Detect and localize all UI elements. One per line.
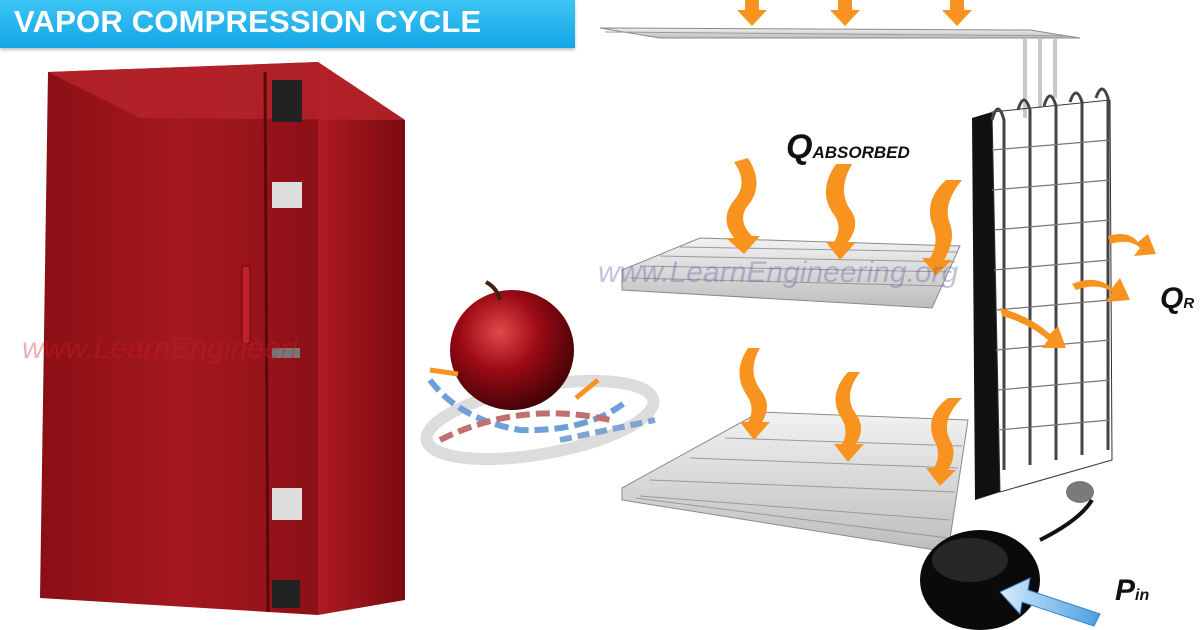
power-input-label: Pin	[1115, 574, 1149, 608]
condenser	[972, 87, 1113, 500]
watermark-right: www.LearnEngineering.org	[598, 256, 959, 289]
heat-absorbed-symbol: Q	[786, 128, 813, 166]
heat-rejected-symbol: Q	[1160, 282, 1184, 315]
power-input-arrow	[999, 577, 1101, 627]
bottom-shelf	[621, 411, 969, 553]
refrigerator	[40, 62, 405, 615]
power-input-symbol: P	[1115, 574, 1136, 607]
title-banner: VAPOR COMPRESSION CYCLE	[0, 0, 575, 48]
heat-absorbed-arrows	[726, 0, 972, 486]
diagram-title: VAPOR COMPRESSION CYCLE	[14, 4, 482, 39]
heat-rejected-label: QR	[1160, 282, 1194, 316]
apple	[420, 280, 660, 465]
top-shelf	[599, 27, 1081, 39]
compressor	[920, 481, 1094, 630]
heat-rejected-arrows	[1000, 234, 1156, 348]
evaporator-shelves	[599, 27, 1081, 553]
power-input-subscript: in	[1135, 587, 1150, 604]
heat-absorbed-label: QABSORBED	[786, 128, 910, 167]
heat-absorbed-subscript: ABSORBED	[812, 143, 910, 162]
middle-shelf	[621, 237, 961, 309]
watermark-left: www.LearnEngineeri	[22, 332, 298, 365]
heat-rejected-subscript: R	[1183, 295, 1195, 312]
